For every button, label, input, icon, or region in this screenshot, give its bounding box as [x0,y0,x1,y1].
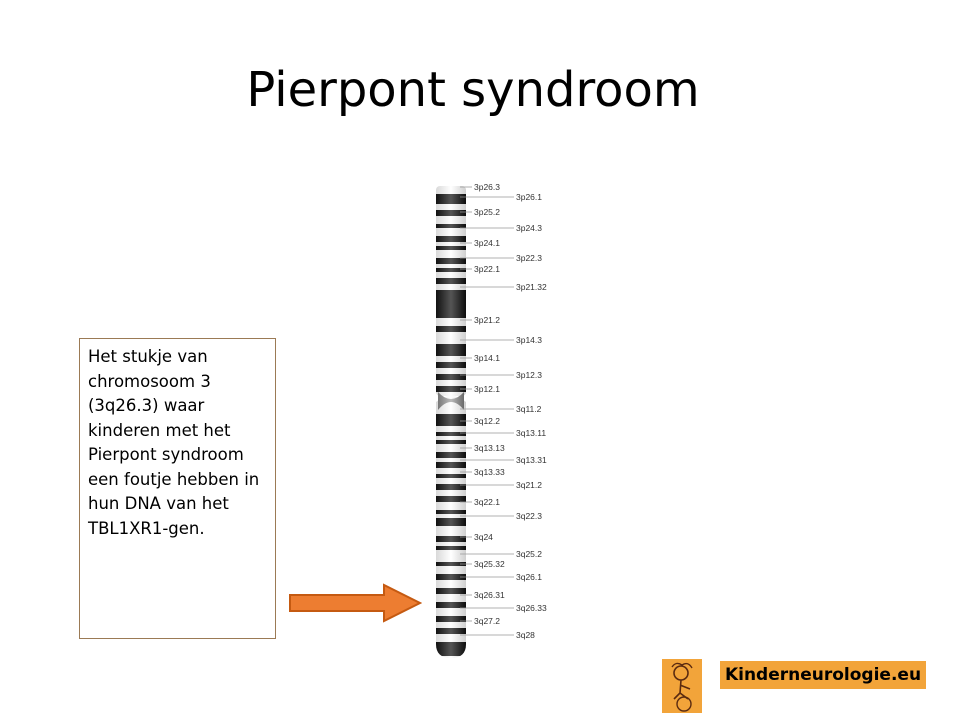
logo-icon [662,659,702,713]
chromosome-band [436,546,466,550]
description-box: Het stukje van chromosoom 3 (3q26.3) waa… [79,338,276,639]
chromosome-band [436,278,466,284]
band-label: 3q13.33 [474,467,505,477]
chromosome-band [436,484,466,490]
chromosome-band [436,440,466,444]
band-label: 3q11.2 [516,404,542,414]
band-label: 3q21.2 [516,480,542,490]
chromosome-band [436,362,466,368]
chromosome-band [436,432,466,436]
band-label: 3p24.1 [474,238,500,248]
chromosome-band [436,374,466,380]
band-label: 3q27.2 [474,616,500,626]
chromosome-band [436,496,466,502]
band-label: 3p12.1 [474,384,500,394]
chromosome-band [436,290,466,318]
chromosome-3-ideogram: 3p26.3 3p25.2 3p24.1 3p22.1 3p21.2 3p14.1 3p12… [436,182,547,658]
chromosome-band [436,562,466,566]
pointer-arrow [289,583,422,623]
child-figure-icon [671,662,693,712]
band-label: 3q22.3 [516,511,542,521]
chromosome-band [436,452,466,458]
chromosome-band [436,386,466,392]
chromosome-band [436,414,466,426]
band-label: 3q13.11 [516,428,546,438]
band-label: 3p26.3 [474,182,500,192]
band-label: 3p22.1 [474,264,500,274]
chromosome-band [436,236,466,242]
band-label: 3q26.31 [474,590,505,600]
chromosome-band [436,628,466,634]
band-label: 3p21.2 [474,315,500,325]
centromere [438,392,464,410]
band-label: 3q25.2 [516,549,542,559]
band-label: 3q22.1 [474,497,500,507]
band-label: 3q28 [516,630,535,640]
chromosome-band [436,518,466,526]
band-label: 3p21.32 [516,282,547,292]
band-label: 3p14.3 [516,335,542,345]
band-label: 3q13.13 [474,443,505,453]
band-label: 3q26.1 [516,572,542,582]
chromosome-band [436,588,466,594]
chromosome-band [436,642,466,656]
band-label: 3p26.1 [516,192,542,202]
chromosome-band [436,326,466,332]
band-label: 3q25.32 [474,559,505,569]
chromosome-band [436,210,466,216]
logo-text: Kinderneurologie.eu [720,661,926,689]
chromosome-band [436,602,466,608]
chromosome-band [436,462,466,468]
chromosome-band [436,224,466,228]
chromosome-band [436,474,466,478]
chromosome-band [436,510,466,514]
band-label: 3q26.33 [516,603,547,613]
chromosome-band [436,258,466,264]
band-label: 3p12.3 [516,370,542,380]
chromosome-band [436,268,466,272]
band-label: 3q12.2 [474,416,500,426]
band-label: 3p14.1 [474,353,500,363]
chromosome-band [436,194,466,204]
slide-title: Pierpont syndroom [246,62,700,118]
band-label: 3q24 [474,532,493,542]
chromosome-band [436,536,466,542]
band-label: 3p24.3 [516,223,542,233]
band-label: 3p22.3 [516,253,542,263]
chromosome-band [436,574,466,580]
band-label: 3p25.2 [474,207,500,217]
chromosome-band [436,344,466,356]
chromosome-band [436,616,466,622]
band-label: 3q13.31 [516,455,547,465]
chromosome-band [436,246,466,250]
